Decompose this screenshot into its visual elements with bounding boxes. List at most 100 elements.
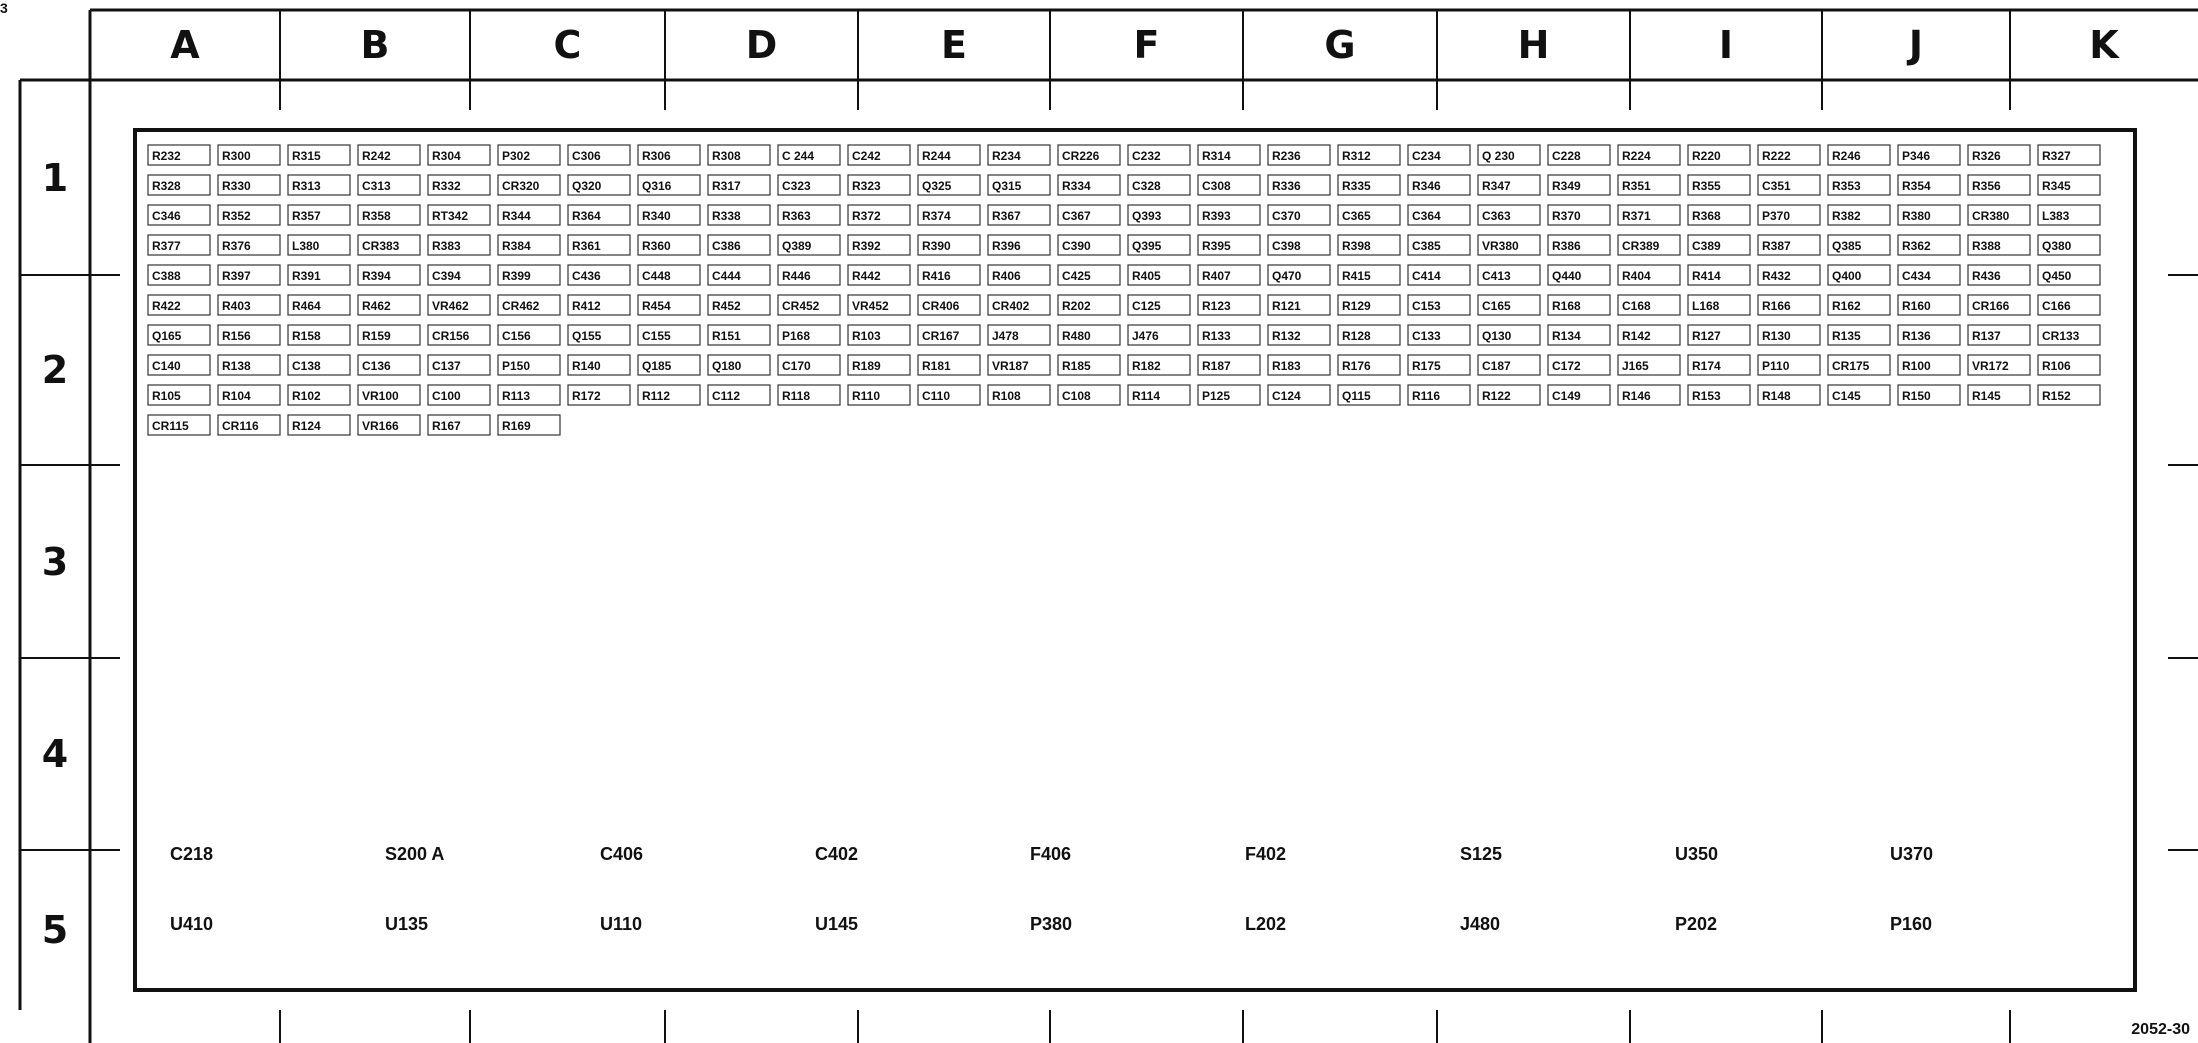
component-outline — [1477, 294, 1541, 316]
component-ref: R159 — [362, 329, 391, 343]
component-outline — [917, 144, 981, 166]
component-ref: CR452 — [782, 299, 820, 313]
component-ref: R388 — [1972, 239, 2001, 253]
component-ref: C414 — [1412, 269, 1441, 283]
component-outline — [637, 354, 701, 376]
component-ref: R356 — [1972, 179, 2001, 193]
row-header-2: 2 — [41, 348, 69, 392]
component-outline — [287, 174, 351, 196]
component-ref: Q389 — [782, 239, 812, 253]
board-label: C218 — [170, 844, 213, 864]
component-ref: R244 — [922, 149, 951, 163]
component-outline — [1827, 234, 1891, 256]
component-outline — [707, 294, 771, 316]
component-ref: R122 — [1482, 389, 1511, 403]
component-ref: R355 — [1692, 179, 1721, 193]
component-ref: R220 — [1692, 149, 1721, 163]
component-outline — [1547, 234, 1611, 256]
component-outline — [1127, 384, 1191, 406]
component-outline — [707, 264, 771, 286]
component-ref: R112 — [642, 389, 670, 403]
component-ref: C390 — [1062, 239, 1091, 253]
component-outline — [1197, 204, 1261, 226]
component-outline — [1897, 324, 1961, 346]
component-outline — [1547, 204, 1611, 226]
component-ref: R121 — [1272, 299, 1301, 313]
component-ref: R396 — [992, 239, 1021, 253]
board-label: C402 — [815, 844, 858, 864]
component-outline — [147, 324, 211, 346]
component-outline — [1757, 144, 1821, 166]
component-ref: C145 — [1832, 389, 1861, 403]
component-outline — [287, 294, 351, 316]
component-ref: R234 — [992, 149, 1021, 163]
component-outline — [1687, 354, 1751, 376]
component-ref: C398 — [1272, 239, 1301, 253]
component-outline — [1057, 324, 1121, 346]
component-ref: L168 — [1692, 299, 1720, 313]
component-ref: R132 — [1272, 329, 1301, 343]
component-ref: C156 — [502, 329, 531, 343]
component-outline — [1897, 354, 1961, 376]
component-ref: R480 — [1062, 329, 1091, 343]
component-outline — [217, 144, 281, 166]
component-ref: Q395 — [1132, 239, 1162, 253]
component-ref: R328 — [152, 179, 181, 193]
component-ref: Q185 — [642, 359, 672, 373]
component-ref: R110 — [852, 389, 880, 403]
component-ref: C 244 — [782, 149, 814, 163]
component-outline — [1687, 174, 1751, 196]
column-header-j: J — [1908, 23, 1924, 67]
component-outline — [357, 294, 421, 316]
component-outline — [917, 354, 981, 376]
component-outline — [567, 294, 631, 316]
component-ref: C351 — [1762, 179, 1791, 193]
component-outline — [1827, 354, 1891, 376]
component-outline — [1967, 144, 2031, 166]
component-ref: R160 — [1902, 299, 1931, 313]
component-ref: R349 — [1552, 179, 1581, 193]
component-outline — [1267, 204, 1331, 226]
component-ref: CR166 — [1972, 299, 2010, 313]
component-outline — [1757, 264, 1821, 286]
board-label: F402 — [1245, 844, 1286, 864]
component-ref: L383 — [2042, 209, 2070, 223]
component-ref: R140 — [572, 359, 601, 373]
component-ref: R150 — [1902, 389, 1931, 403]
component-ref: R336 — [1272, 179, 1301, 193]
component-ref: R464 — [292, 299, 321, 313]
component-outline — [1127, 174, 1191, 196]
component-ref: R151 — [712, 329, 741, 343]
component-outline — [847, 264, 911, 286]
board-label: U370 — [1890, 844, 1933, 864]
component-outline — [427, 264, 491, 286]
component-ref: R182 — [1132, 359, 1161, 373]
component-outline — [217, 204, 281, 226]
component-outline — [217, 234, 281, 256]
component-outline — [777, 174, 841, 196]
component-ref: R172 — [572, 389, 601, 403]
board-label: U110 — [600, 914, 642, 934]
component-ref: CR406 — [922, 299, 960, 313]
board-label: U350 — [1675, 844, 1718, 864]
component-outline — [1967, 174, 2031, 196]
component-outline — [987, 144, 1051, 166]
board-label: P160 — [1890, 914, 1932, 934]
component-ref: CR175 — [1832, 359, 1870, 373]
component-outline — [1267, 354, 1331, 376]
component-ref: CR133 — [2042, 329, 2080, 343]
component-ref: VR380 — [1482, 239, 1519, 253]
component-outline — [147, 234, 211, 256]
component-outline — [1827, 144, 1891, 166]
grid-lines — [18, 8, 2198, 1043]
component-outline — [567, 354, 631, 376]
component-outline — [1617, 294, 1681, 316]
component-ref: R340 — [642, 209, 671, 223]
component-ref: CR389 — [1622, 239, 1660, 253]
component-ref: CR156 — [432, 329, 470, 343]
component-outline — [1477, 174, 1541, 196]
component-outline — [2037, 324, 2101, 346]
component-ref: VR166 — [362, 419, 399, 433]
component-outline — [1617, 144, 1681, 166]
component-outline — [1197, 324, 1261, 346]
